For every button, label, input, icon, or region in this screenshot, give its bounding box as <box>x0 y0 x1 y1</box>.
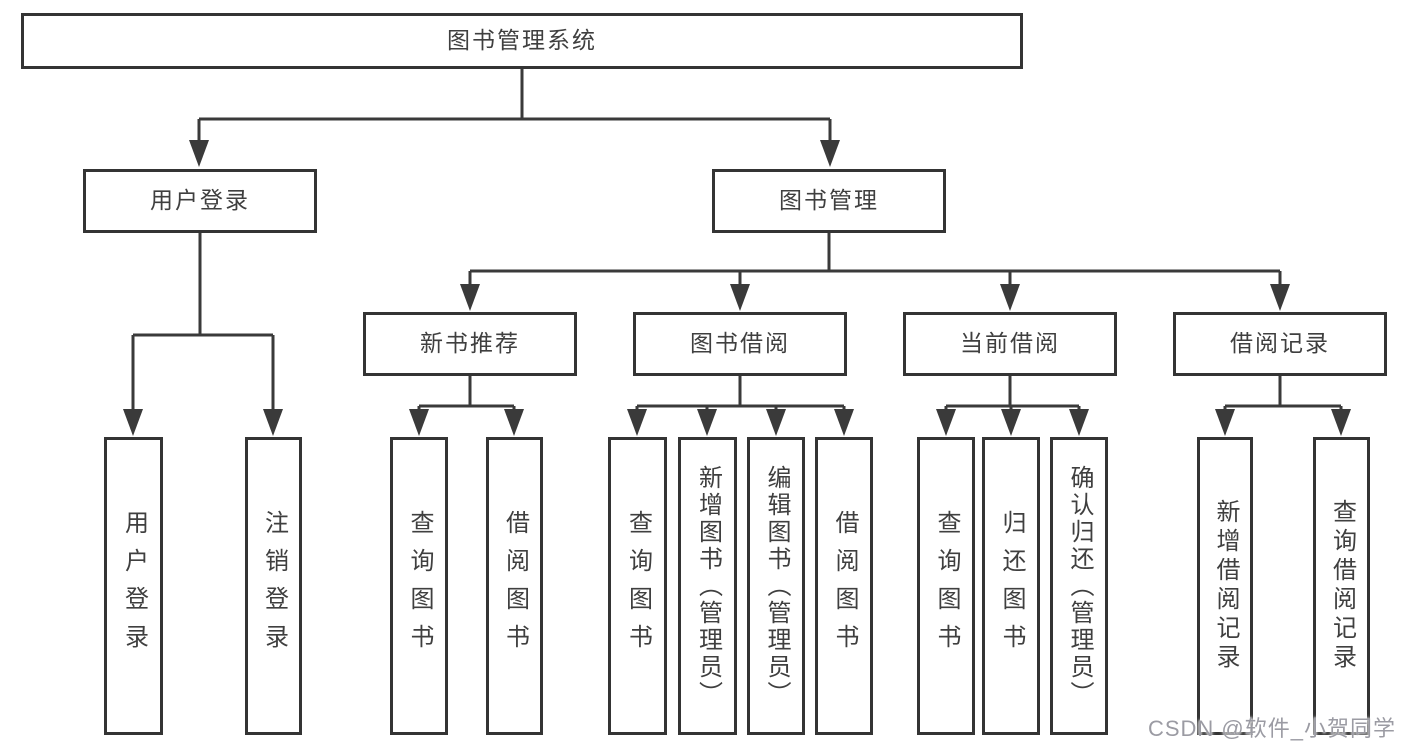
book-borrowing-branch-line <box>635 376 846 414</box>
node-new-book-recommend: 新书推荐 <box>363 312 577 376</box>
node-book-borrowing: 图书借阅 <box>633 312 847 376</box>
node-borrowing-records-label: 借阅记录 <box>1230 330 1330 357</box>
node-borrowing-records: 借阅记录 <box>1173 312 1387 376</box>
arrowhead-icon <box>1000 284 1020 311</box>
node-new-book-recommend-label: 新书推荐 <box>420 330 520 357</box>
node-leaf-bb-query-books: 查询图书 <box>608 437 667 735</box>
node-leaf-bb-edit-books: 编辑图书（管理员） <box>747 437 805 735</box>
arrowhead-icon <box>1069 409 1089 436</box>
node-leaf-nbr-borrow-books: 借阅图书 <box>486 437 543 735</box>
node-leaf-cb-query-books: 查询图书 <box>917 437 975 735</box>
node-book-management: 图书管理 <box>712 169 946 233</box>
csdn-watermark: CSDN @软件_小贺同学 <box>1147 716 1396 741</box>
node-leaf-cb-query-books-label: 查询图书 <box>933 510 960 662</box>
arrowhead-icon <box>1270 284 1290 311</box>
arrowhead-icon <box>409 409 429 436</box>
node-leaf-nbr-borrow-books-label: 借阅图书 <box>501 510 529 662</box>
node-leaf-logout: 注销登录 <box>245 437 302 735</box>
arrowhead-icon <box>834 409 854 436</box>
arrowhead-icon <box>936 409 956 436</box>
user-login-branch-line <box>131 233 275 414</box>
arrowhead-icon <box>123 409 143 436</box>
arrowhead-icon <box>730 284 750 311</box>
node-book-borrowing-label: 图书借阅 <box>690 330 790 357</box>
node-leaf-user-login: 用户登录 <box>104 437 163 735</box>
arrowhead-icon <box>697 409 717 436</box>
arrowhead-icon <box>1215 409 1235 436</box>
arrowheads <box>123 140 1351 436</box>
arrowhead-icon <box>263 409 283 436</box>
arrowhead-icon <box>1001 409 1021 436</box>
node-leaf-nbr-query-books: 查询图书 <box>390 437 448 735</box>
node-leaf-bb-add-books: 新增图书（管理员） <box>678 437 737 735</box>
node-leaf-bb-borrow-books: 借阅图书 <box>815 437 873 735</box>
node-leaf-bb-query-books-label: 查询图书 <box>624 510 652 662</box>
arrowhead-icon <box>189 140 209 167</box>
node-leaf-br-query-record: 查询借阅记录 <box>1313 437 1370 735</box>
node-leaf-bb-borrow-books-label: 借阅图书 <box>831 510 858 662</box>
node-leaf-cb-return-books: 归还图书 <box>982 437 1040 735</box>
node-leaf-cb-confirm-return: 确认归还（管理员） <box>1050 437 1108 735</box>
node-leaf-br-add-record: 新增借阅记录 <box>1197 437 1253 735</box>
node-root-label: 图书管理系统 <box>447 27 597 54</box>
node-user-login-label: 用户登录 <box>150 187 250 214</box>
arrowhead-icon <box>627 409 647 436</box>
node-book-management-label: 图书管理 <box>779 187 879 214</box>
node-leaf-bb-edit-books-label: 编辑图书（管理员） <box>763 464 790 708</box>
node-leaf-br-add-record-label: 新增借阅记录 <box>1212 499 1239 673</box>
node-root: 图书管理系统 <box>21 13 1023 69</box>
branch-lines <box>131 69 1343 414</box>
new-book-recommend-branch-line <box>417 376 516 414</box>
current-borrowing-branch-line <box>944 376 1081 414</box>
arrowhead-icon <box>820 140 840 167</box>
book-management-branch-line <box>468 233 1282 289</box>
arrowhead-icon <box>460 284 480 311</box>
root-branch-line <box>197 69 832 146</box>
node-current-borrowing: 当前借阅 <box>903 312 1117 376</box>
node-leaf-user-login-label: 用户登录 <box>120 510 148 662</box>
node-leaf-br-query-record-label: 查询借阅记录 <box>1328 499 1356 673</box>
arrowhead-icon <box>766 409 786 436</box>
node-current-borrowing-label: 当前借阅 <box>960 330 1060 357</box>
borrowing-records-branch-line <box>1223 376 1343 414</box>
node-leaf-logout-label: 注销登录 <box>260 510 288 662</box>
node-leaf-cb-return-books-label: 归还图书 <box>998 510 1025 662</box>
node-leaf-bb-add-books-label: 新增图书（管理员） <box>694 464 722 708</box>
node-leaf-cb-confirm-return-label: 确认归还（管理员） <box>1066 464 1093 708</box>
arrowhead-icon <box>504 409 524 436</box>
node-leaf-nbr-query-books-label: 查询图书 <box>406 510 433 662</box>
arrowhead-icon <box>1331 409 1351 436</box>
node-user-login: 用户登录 <box>83 169 317 233</box>
